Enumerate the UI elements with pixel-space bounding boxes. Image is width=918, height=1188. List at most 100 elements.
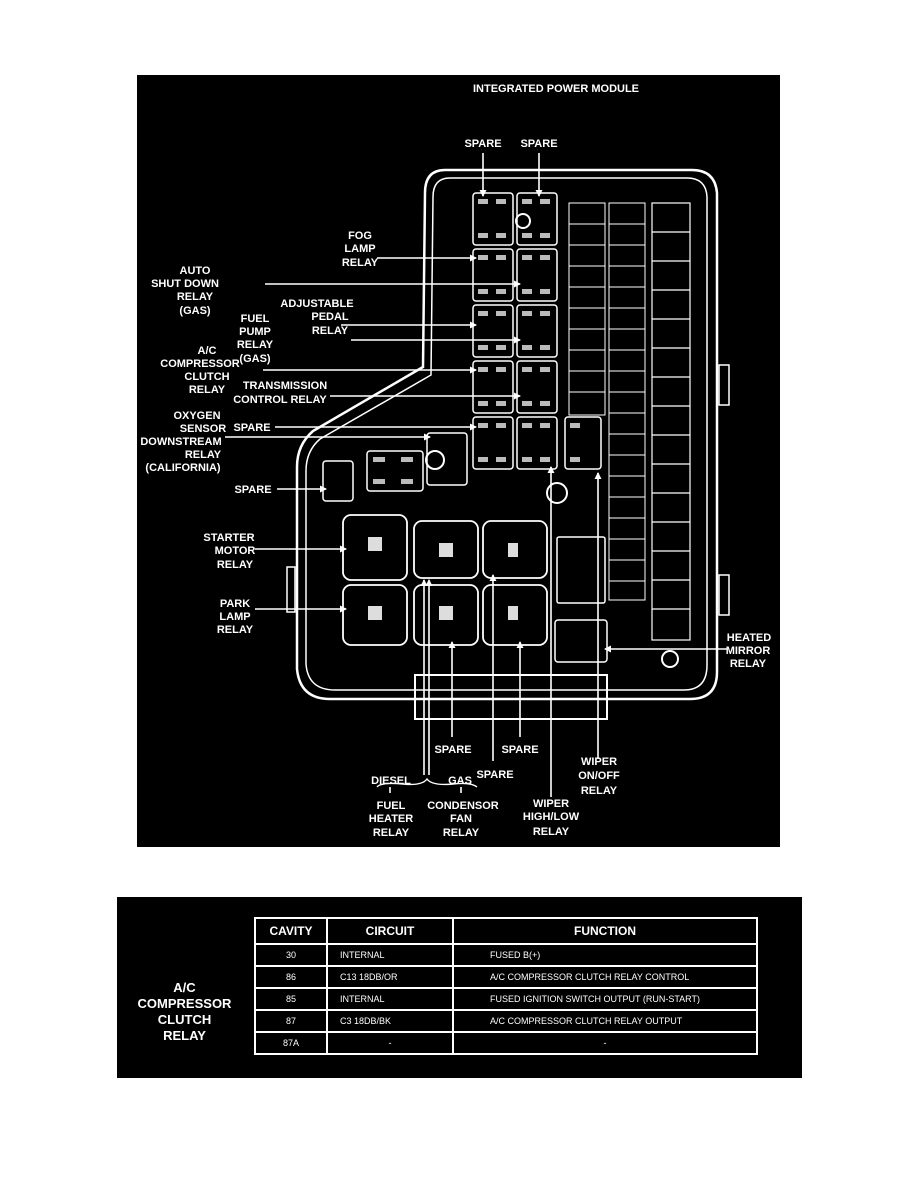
- label-auto-shut-down-relay: AUTO SHUT DOWN RELAY (GAS): [151, 265, 219, 317]
- table-header-row: CAVITY CIRCUIT FUNCTION: [254, 917, 758, 945]
- header-function: FUNCTION: [452, 917, 758, 945]
- cell-circuit: C13 18DB/OR: [326, 965, 454, 989]
- label-line: (CALIFORNIA): [145, 462, 220, 474]
- cell-cavity: 87A: [254, 1031, 328, 1055]
- label-ac-compressor-clutch-relay: A/C COMPRESSOR CLUTCH RELAY: [160, 345, 240, 396]
- label-line: RELAY: [312, 325, 349, 337]
- label-line: RELAY: [443, 827, 480, 839]
- cell-function: FUSED B(+): [452, 943, 758, 967]
- table-row: 87 C3 18DB/BK A/C COMPRESSOR CLUTCH RELA…: [254, 1009, 758, 1033]
- label-spare-bottom-1: SPARE: [434, 744, 471, 756]
- pinout-table-panel: A/C COMPRESSOR CLUTCH RELAY CAVITY CIRCU…: [117, 897, 802, 1078]
- label-line: CLUTCH: [184, 371, 229, 383]
- label-line: RELAY: [730, 658, 767, 670]
- label-line: PARK: [220, 598, 250, 610]
- label-oxygen-sensor-relay: OXYGEN SENSOR DOWNSTREAM RELAY (CALIFORN…: [140, 410, 226, 474]
- header-cavity: CAVITY: [254, 917, 328, 945]
- module-housing: [286, 168, 730, 720]
- cell-cavity: 30: [254, 943, 328, 967]
- label-spare-left: SPARE: [234, 484, 271, 496]
- label-transmission-control-relay: TRANSMISSION CONTROL RELAY: [233, 380, 327, 406]
- relay-name-line: CLUTCH: [157, 1012, 212, 1027]
- cell-function: -: [452, 1031, 758, 1055]
- label-fuel-pump-relay: FUEL PUMP RELAY (GAS): [237, 313, 274, 365]
- relay-name-line: COMPRESSOR: [137, 996, 232, 1011]
- label-line: WIPER: [533, 798, 569, 810]
- label-spare-mid: SPARE: [233, 422, 270, 434]
- label-line: RELAY: [177, 291, 214, 303]
- label-line: MIRROR: [726, 645, 771, 657]
- cell-function: A/C COMPRESSOR CLUTCH RELAY OUTPUT: [452, 1009, 758, 1033]
- label-wiper-on-off-relay: WIPER ON/OFF RELAY: [578, 756, 620, 797]
- label-wiper-high-low-relay: WIPER HIGH/LOW RELAY: [523, 798, 580, 838]
- cartridge-fuse-column: [651, 202, 691, 641]
- label-line: FAN: [450, 813, 472, 825]
- label-line: AUTO: [180, 265, 211, 277]
- label-spare-top-2: SPARE: [520, 138, 557, 150]
- label-line: LAMP: [344, 243, 375, 255]
- header-circuit: CIRCUIT: [326, 917, 454, 945]
- cell-circuit: INTERNAL: [326, 987, 454, 1011]
- label-heated-mirror-relay: HEATED MIRROR RELAY: [726, 632, 772, 670]
- relay-name-line: A/C: [173, 980, 196, 995]
- cell-circuit: C3 18DB/BK: [326, 1009, 454, 1033]
- cell-cavity: 86: [254, 965, 328, 989]
- label-line: (GAS): [179, 305, 211, 317]
- label-line: STARTER: [203, 532, 254, 544]
- diagram-labels: SPARE SPARE FOG LAMP RELAY AUTO SHUT DOW…: [140, 138, 771, 839]
- label-fuel-heater-relay: FUEL HEATER RELAY: [369, 800, 413, 839]
- label-line: SENSOR: [180, 423, 227, 435]
- label-line: HEATER: [369, 813, 413, 825]
- label-line: FUEL: [241, 313, 270, 325]
- top-relay-column: [322, 192, 608, 663]
- bolt-icons: [425, 213, 679, 668]
- cell-function: FUSED IGNITION SWITCH OUTPUT (RUN-START): [452, 987, 758, 1011]
- label-park-lamp-relay: PARK LAMP RELAY: [217, 598, 254, 636]
- cell-cavity: 87: [254, 1009, 328, 1033]
- label-line: HIGH/LOW: [523, 811, 580, 823]
- label-line: RELAY: [217, 624, 254, 636]
- label-line: A/C: [198, 345, 217, 357]
- label-spare-bottom-2: SPARE: [501, 744, 538, 756]
- label-line: RELAY: [533, 826, 570, 838]
- label-line: HEATED: [727, 632, 771, 644]
- label-line: RELAY: [189, 384, 226, 396]
- cell-circuit: -: [326, 1031, 454, 1055]
- pinout-table: CAVITY CIRCUIT FUNCTION 30 INTERNAL FUSE…: [254, 917, 758, 1055]
- table-row: 85 INTERNAL FUSED IGNITION SWITCH OUTPUT…: [254, 987, 758, 1011]
- relay-pin-marks: [373, 199, 580, 484]
- cell-function: A/C COMPRESSOR CLUTCH RELAY CONTROL: [452, 965, 758, 989]
- label-line: TRANSMISSION: [243, 380, 327, 392]
- label-line: MOTOR: [215, 545, 256, 557]
- large-relays: [342, 514, 548, 646]
- label-line: FUEL: [377, 800, 406, 812]
- diagram-panel: INTEGRATED POWER MODULE: [137, 75, 780, 847]
- label-line: COMPRESSOR: [160, 358, 240, 370]
- cell-cavity: 85: [254, 987, 328, 1011]
- diagram-title: INTEGRATED POWER MODULE: [473, 83, 639, 95]
- label-line: RELAY: [185, 449, 222, 461]
- relay-name-label: A/C COMPRESSOR CLUTCH RELAY: [117, 980, 252, 1044]
- label-line: PEDAL: [311, 311, 349, 323]
- label-line: WIPER: [581, 756, 617, 768]
- label-line: DOWNSTREAM: [140, 436, 221, 448]
- label-starter-motor-relay: STARTER MOTOR RELAY: [203, 532, 255, 571]
- relay-name-line: RELAY: [163, 1028, 206, 1043]
- label-line: (GAS): [239, 353, 271, 365]
- label-spare-top-1: SPARE: [464, 138, 501, 150]
- label-fog-lamp-relay: FOG LAMP RELAY: [342, 230, 379, 269]
- table-row: 30 INTERNAL FUSED B(+): [254, 943, 758, 967]
- label-line: RELAY: [217, 559, 254, 571]
- label-line: PUMP: [239, 326, 271, 338]
- label-line: RELAY: [581, 785, 618, 797]
- label-condensor-fan-relay: CONDENSOR FAN RELAY: [427, 800, 499, 839]
- label-line: RELAY: [342, 257, 379, 269]
- label-line: FOG: [348, 230, 372, 242]
- large-relay-centers: [368, 537, 518, 620]
- ipm-diagram: INTEGRATED POWER MODULE: [140, 83, 771, 839]
- label-line: LAMP: [219, 611, 250, 623]
- leader-arrows: [225, 153, 727, 797]
- label-adjustable-pedal-relay: ADJUSTABLE PEDAL RELAY: [280, 298, 353, 337]
- label-line: CONTROL RELAY: [233, 394, 327, 406]
- label-gas: GAS: [448, 775, 472, 787]
